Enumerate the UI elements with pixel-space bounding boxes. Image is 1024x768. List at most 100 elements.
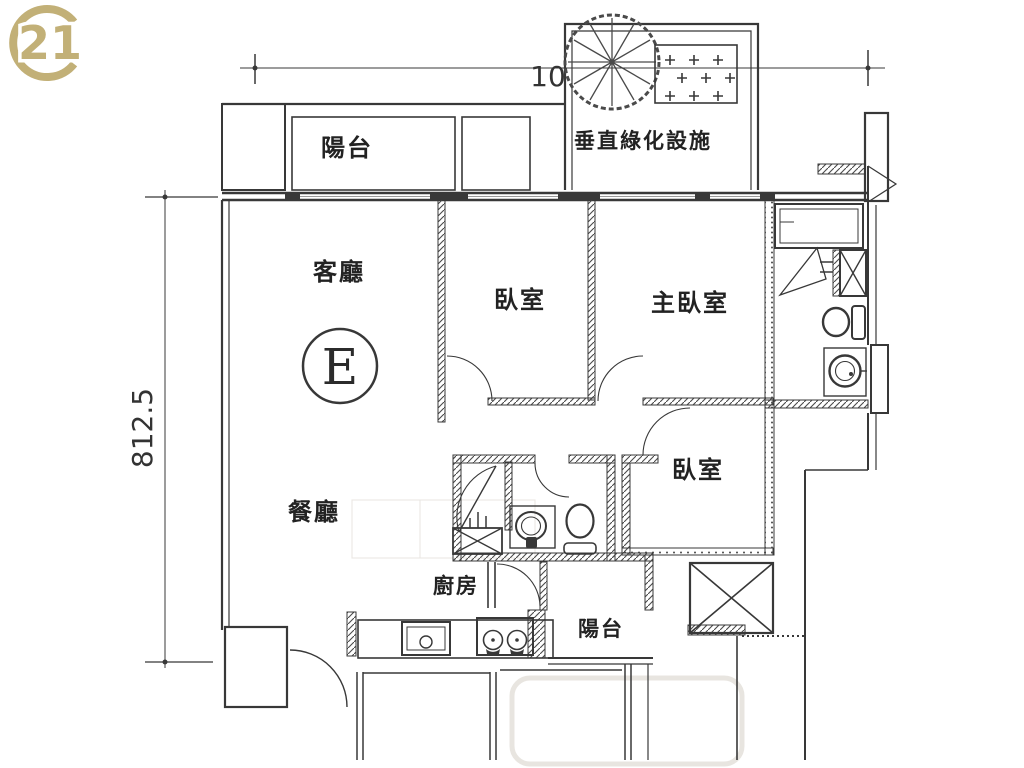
plan-segment bbox=[823, 347, 867, 397]
plan-segment bbox=[430, 193, 468, 200]
plan-segment bbox=[621, 454, 659, 464]
plan-segment bbox=[839, 249, 867, 297]
room-labels: 陽台 垂直綠化設施 客廳 臥室 主臥室 臥室 餐廳 廚房 陽台 bbox=[288, 129, 729, 641]
room-label-bedroom-b: 臥室 bbox=[672, 456, 724, 484]
dimension-top: 10 bbox=[240, 50, 885, 93]
plan-segment bbox=[587, 199, 596, 401]
plan-segment bbox=[486, 649, 524, 654]
room-label-dining: 餐廳 bbox=[288, 498, 340, 526]
plan-segment bbox=[301, 327, 379, 405]
room-label-balcony-top: 陽台 bbox=[321, 134, 373, 162]
plan-segment bbox=[162, 659, 168, 665]
plan-segment bbox=[665, 55, 735, 101]
plan-segment bbox=[406, 626, 446, 651]
door-arc-dining bbox=[289, 649, 348, 708]
plan-segment bbox=[760, 193, 775, 200]
wall-column bbox=[223, 625, 289, 709]
room-label-kitchen: 廚房 bbox=[433, 574, 479, 598]
wall-column bbox=[221, 103, 286, 191]
plan-segment bbox=[491, 638, 495, 642]
plan-segment bbox=[764, 399, 869, 409]
plan-segment bbox=[568, 18, 656, 106]
entry-cabinet bbox=[817, 163, 866, 175]
washbasin-icon bbox=[509, 505, 556, 549]
counter-outline bbox=[357, 619, 554, 659]
plan-segment bbox=[687, 624, 746, 636]
plan-segment bbox=[695, 193, 710, 200]
plan-segment bbox=[252, 65, 258, 71]
kitchen-sink-icon bbox=[357, 619, 554, 659]
plan-segment bbox=[356, 669, 622, 760]
logo-number: 21 bbox=[18, 16, 82, 70]
room-label-balcony-bottom: 陽台 bbox=[578, 617, 624, 641]
plan-segment bbox=[145, 196, 218, 663]
tree-icon bbox=[563, 13, 661, 111]
wall-chunks bbox=[285, 193, 775, 200]
logo-ring bbox=[9, 5, 78, 81]
plan-segment bbox=[820, 261, 833, 273]
plan-segment bbox=[461, 116, 531, 191]
plan-segment bbox=[456, 465, 497, 533]
plan-segment bbox=[644, 554, 654, 611]
plan-segment bbox=[642, 397, 774, 406]
wall-column bbox=[863, 111, 890, 203]
plan-segment bbox=[689, 562, 774, 634]
plan-segment bbox=[285, 193, 300, 200]
toilet-icon bbox=[563, 503, 597, 555]
plan-segment bbox=[565, 503, 595, 539]
plan-segment bbox=[558, 193, 600, 200]
door-arc-bedroom-b bbox=[642, 407, 691, 456]
plan-segment bbox=[851, 305, 866, 340]
gas-stove-icon bbox=[476, 617, 534, 656]
plan-segment bbox=[606, 454, 616, 562]
scan-artifacts bbox=[351, 499, 745, 767]
plan-segment bbox=[515, 511, 547, 541]
kitchen-door-leaf bbox=[487, 562, 496, 608]
plan-segment bbox=[437, 199, 446, 423]
dimension-left: 812.5 bbox=[126, 190, 218, 668]
door-arcs bbox=[289, 165, 898, 708]
laundry-x-icon bbox=[452, 512, 503, 555]
plan-segment bbox=[654, 44, 738, 104]
plan-segment bbox=[482, 629, 504, 651]
plan-segment bbox=[828, 354, 862, 388]
plan-segment bbox=[688, 561, 775, 635]
bathtub-icon bbox=[774, 203, 864, 249]
elevator-shaft-x-icon bbox=[688, 561, 775, 635]
bathroom-door-icon bbox=[778, 246, 827, 297]
plan-segment bbox=[526, 537, 537, 548]
plan-segment bbox=[621, 462, 631, 556]
plan-segment bbox=[162, 194, 168, 200]
plan-segment bbox=[834, 360, 856, 382]
door-arc-master bbox=[597, 355, 644, 402]
plan-segment bbox=[832, 249, 841, 297]
plan-segment bbox=[506, 629, 528, 651]
century21-logo: 21 bbox=[9, 5, 86, 81]
plan-segment bbox=[487, 397, 596, 406]
plan-segment bbox=[571, 30, 752, 190]
dimension-top-value: 10 bbox=[530, 60, 566, 93]
plan-segment bbox=[539, 561, 548, 611]
plan-segment bbox=[401, 621, 451, 656]
plan-segment bbox=[563, 542, 597, 555]
plan-segment bbox=[839, 249, 867, 297]
toilet-icon bbox=[821, 305, 866, 340]
plan-segment bbox=[351, 499, 536, 559]
plan-segment bbox=[849, 372, 853, 376]
plan-segment bbox=[779, 208, 859, 244]
door-arc-bathroom bbox=[534, 462, 570, 498]
planter-icon bbox=[654, 44, 738, 104]
shower-door-icon bbox=[458, 465, 497, 533]
plan-segment bbox=[624, 664, 632, 760]
plan-segment bbox=[821, 306, 851, 338]
dimension-left-value: 812.5 bbox=[126, 388, 159, 468]
plan-segment bbox=[476, 617, 534, 656]
plan-segment bbox=[452, 454, 536, 464]
plan-segment bbox=[419, 635, 433, 649]
wall-column bbox=[870, 344, 889, 414]
room-label-master: 主臥室 bbox=[651, 289, 729, 317]
plan-segment bbox=[563, 22, 760, 190]
room-label-green-facility: 垂直綠化設施 bbox=[574, 129, 712, 153]
